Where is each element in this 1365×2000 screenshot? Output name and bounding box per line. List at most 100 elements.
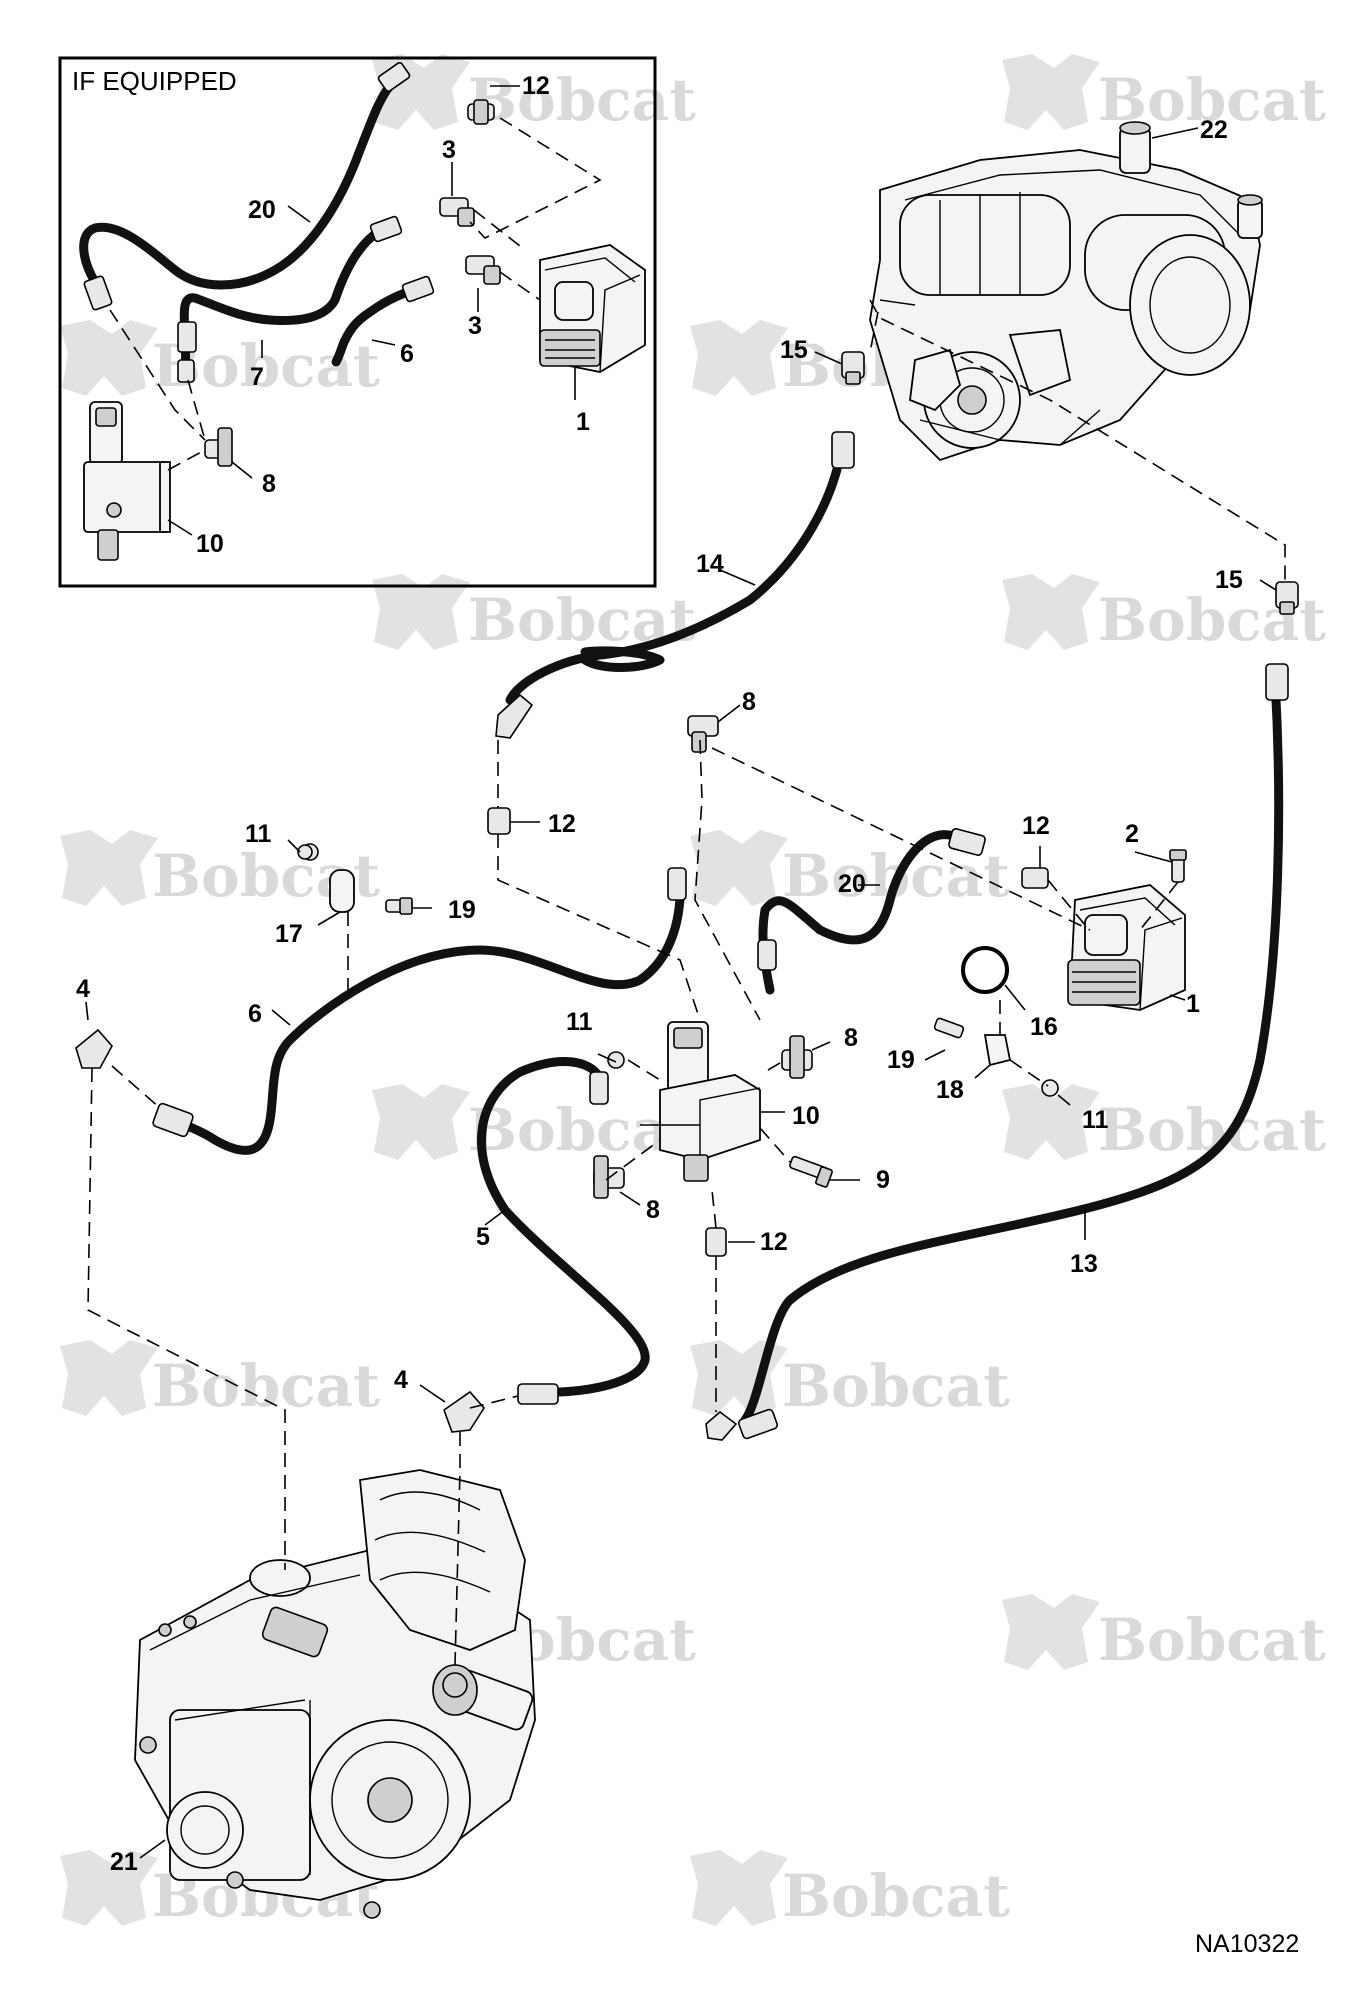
inset-dash-f — [167, 449, 206, 471]
watermark-12: Bobcat — [690, 1340, 1010, 1420]
callout-1-inset: 1 — [576, 408, 590, 436]
fitting-11-center — [607, 1051, 625, 1069]
motor-1 — [1067, 884, 1186, 1011]
callout-12-left: 12 — [548, 810, 576, 838]
callout-6-main: 6 — [248, 1000, 262, 1028]
fittings — [75, 351, 1299, 1441]
callout-4-lower: 4 — [394, 1366, 408, 1394]
callout-17: 17 — [275, 920, 303, 948]
svg-text:Bobcat: Bobcat — [782, 1352, 1010, 1420]
callout-15-right: 15 — [1215, 566, 1243, 594]
inset-hose-7 — [179, 223, 390, 377]
hoses — [175, 435, 1284, 1425]
hose-13-elbow — [705, 1410, 738, 1441]
bolt-9 — [789, 1155, 833, 1188]
callout-12-right: 12 — [1022, 812, 1050, 840]
hose-20-end-upper — [948, 828, 986, 856]
hose-14-loop — [580, 646, 665, 672]
hose-14-end-upper — [831, 431, 855, 469]
fitting-4-left — [75, 1028, 113, 1069]
bolt-2 — [1169, 849, 1187, 883]
callouts: 12 3 20 3 7 6 1 8 10 22 15 14 15 8 12 12… — [76, 72, 1243, 1876]
bolt-19-right — [933, 1017, 965, 1039]
callout-13: 13 — [1070, 1250, 1098, 1278]
inset-motor-1 — [539, 244, 646, 373]
fitting-12-left — [487, 807, 511, 835]
watermark-11: Bobcat — [60, 1340, 380, 1420]
inset-fitting-8 — [204, 427, 233, 467]
hose-5 — [477, 1057, 650, 1397]
callout-5: 5 — [476, 1223, 490, 1251]
hose-14 — [505, 435, 848, 705]
callout-2: 2 — [1125, 820, 1139, 848]
dashed-lines — [87, 299, 1286, 1666]
callout-10-inset: 10 — [196, 530, 224, 558]
inset-frame — [58, 56, 657, 588]
inset-if-equipped: IF EQUIPPED — [58, 56, 657, 588]
inset-valve-10 — [83, 401, 171, 561]
callout-15-upper: 15 — [780, 336, 808, 364]
fitting-12-right — [1021, 867, 1049, 889]
callout-19-right: 19 — [887, 1046, 915, 1074]
hose-20 — [758, 830, 967, 995]
inset-dash-b — [473, 209, 526, 251]
leader-6-inset — [371, 339, 396, 346]
nut-11-left — [297, 844, 313, 860]
watermark-2: Bobcat — [1002, 54, 1326, 134]
hose-13 — [740, 675, 1284, 1425]
clamp-16 — [961, 946, 1009, 994]
svg-text:Bobcat: Bobcat — [152, 1352, 380, 1420]
svg-text:Bobcat: Bobcat — [468, 66, 696, 134]
callout-8-top: 8 — [742, 688, 756, 716]
fitting-4-lower — [443, 1390, 485, 1433]
watermark-16: Bobcat — [690, 1850, 1010, 1930]
fitting-12-lower — [705, 1227, 727, 1257]
fitting-15-upper — [841, 351, 865, 385]
callout-11-center: 11 — [566, 1008, 593, 1036]
leader-10-inset — [167, 519, 193, 536]
watermark-14: Bobcat — [1002, 1594, 1326, 1674]
callout-3-inset-b: 3 — [468, 312, 482, 340]
leader-20-inset — [287, 205, 311, 223]
callout-16: 16 — [1030, 1013, 1058, 1041]
inset-hose-fittings — [83, 61, 435, 383]
callout-10-main: 10 — [792, 1102, 820, 1130]
callout-11-left: 11 — [245, 820, 272, 848]
hose-6-end-lower — [152, 1102, 194, 1138]
callout-3-inset-a: 3 — [442, 136, 456, 164]
callout-21: 21 — [110, 1848, 138, 1876]
leader-lines — [85, 127, 1277, 1859]
callout-8-inset: 8 — [262, 470, 276, 498]
svg-text:Bobcat: Bobcat — [782, 1862, 1010, 1930]
callout-8-lower: 8 — [646, 1196, 660, 1224]
valve-10 — [640, 1021, 761, 1182]
hose-14-elbow — [495, 693, 534, 739]
callout-4-left: 4 — [76, 975, 90, 1003]
callout-7-inset: 7 — [250, 363, 264, 391]
svg-text:Bobcat: Bobcat — [468, 1096, 696, 1164]
callout-12-lower: 12 — [760, 1228, 788, 1256]
callout-1-main: 1 — [1186, 990, 1200, 1018]
callout-14: 14 — [696, 550, 724, 578]
hose-6-end-upper — [667, 867, 687, 901]
hose-20-end-lower — [757, 939, 777, 971]
callout-8-right: 8 — [844, 1024, 858, 1052]
pump-21 — [134, 1469, 536, 1919]
hose-5-end-lower — [517, 1383, 559, 1405]
inset-dash-e — [187, 379, 206, 441]
inset-hose-6 — [331, 283, 425, 367]
fitting-15-right — [1275, 581, 1299, 615]
hose-5-end-upper — [589, 1071, 609, 1105]
leader-8-inset — [231, 461, 253, 479]
callout-9: 9 — [876, 1166, 890, 1194]
callout-6-inset: 6 — [400, 340, 414, 368]
watermark-9: Bobcat — [372, 1084, 696, 1164]
callout-22: 22 — [1200, 116, 1228, 144]
inset-dash-d — [109, 309, 206, 441]
hose-13-end-lower — [737, 1408, 779, 1440]
inset-fitting-3-upper — [439, 197, 475, 227]
drive-motor-22 — [869, 121, 1263, 462]
callout-20-main: 20 — [838, 870, 866, 898]
callout-20-inset: 20 — [248, 196, 276, 224]
